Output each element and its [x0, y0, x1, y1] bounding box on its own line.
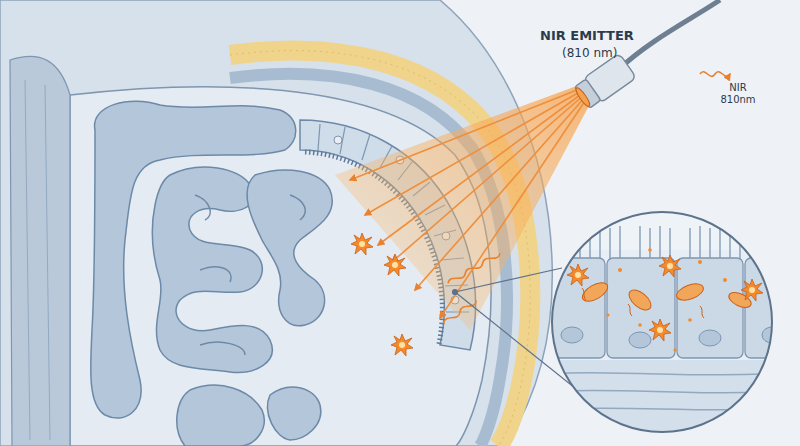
zoom-inset-part-part-part [540, 258, 605, 358]
zoom-inset-part-part [582, 288, 704, 318]
zoom-inset-part-part [561, 327, 782, 348]
zoom-inset [540, 210, 800, 440]
nir-beam-part-part [415, 96, 586, 290]
nir-beam-part [335, 84, 592, 330]
nir-beam-part-part [350, 88, 582, 180]
intestines-part [195, 195, 305, 355]
zoom-inset-part-part-part [674, 281, 705, 304]
wave-label: NIR 810nm [718, 82, 758, 106]
zoom-inset-part-part-part [745, 258, 800, 358]
intestinal-wall-part [334, 136, 342, 144]
nir-beam-part [447, 251, 501, 285]
zoom-inset-part-part [540, 225, 800, 359]
body-section-part [10, 56, 70, 446]
nir-beam-part [351, 233, 373, 255]
nir-emitter-part-part [574, 86, 592, 107]
zoom-inset-part [540, 210, 800, 440]
zoom-inset-part [552, 212, 772, 432]
zoom-inset-part-part [741, 279, 763, 301]
nir-emitter-part [572, 53, 637, 111]
nir-beam-part-part [378, 92, 584, 245]
nir-beam-part [350, 88, 587, 318]
zoom-inset-part-part-part [698, 260, 702, 264]
zoom-inset-part-part-part [723, 278, 727, 282]
nir-beam-part [391, 334, 413, 356]
intestines-part [91, 101, 296, 418]
wavelength-label: (810 nm) [562, 46, 617, 60]
zoom-leader-part [453, 290, 458, 295]
zoom-inset-part-part [649, 319, 671, 341]
zoom-leader-part [455, 268, 562, 292]
zoom-inset-part-part [659, 255, 681, 277]
nir-beam-part [442, 299, 477, 326]
intestines-part [268, 387, 321, 440]
intestines-part [247, 170, 332, 326]
zoom-inset-part-part-part [677, 258, 743, 358]
nir-emitter-part [700, 72, 730, 77]
zoom-inset-part-part-part [648, 248, 652, 252]
nir-emitter-part-part [575, 79, 601, 108]
device-label: NIR EMITTER [540, 28, 634, 44]
zoom-inset-part-part-part [699, 330, 721, 346]
zoom-inset-part-part [606, 248, 727, 351]
zoom-inset-part-part-part [673, 348, 676, 351]
body-section-part [25, 80, 50, 440]
intestines-part [177, 385, 264, 446]
zoom-inset-part-part-part [561, 327, 583, 343]
nir-beam-part [384, 254, 406, 276]
zoom-inset-part-part [579, 279, 753, 314]
zoom-inset-part-part-part [618, 268, 622, 272]
zoom-inset-part-part [540, 372, 800, 410]
zoom-inset-part-part-part [606, 313, 609, 316]
intestines [91, 101, 333, 446]
zoom-inset-part-part-part [638, 323, 642, 327]
zoom-inset-part-part-part [545, 225, 760, 261]
zoom-inset-part-part-part [688, 318, 692, 322]
zoom-inset-part-part-part [629, 332, 651, 348]
nir-beam-part-part [392, 94, 585, 262]
zoom-inset-part-part-part [582, 288, 704, 318]
zoom-inset-part-part [567, 264, 589, 286]
